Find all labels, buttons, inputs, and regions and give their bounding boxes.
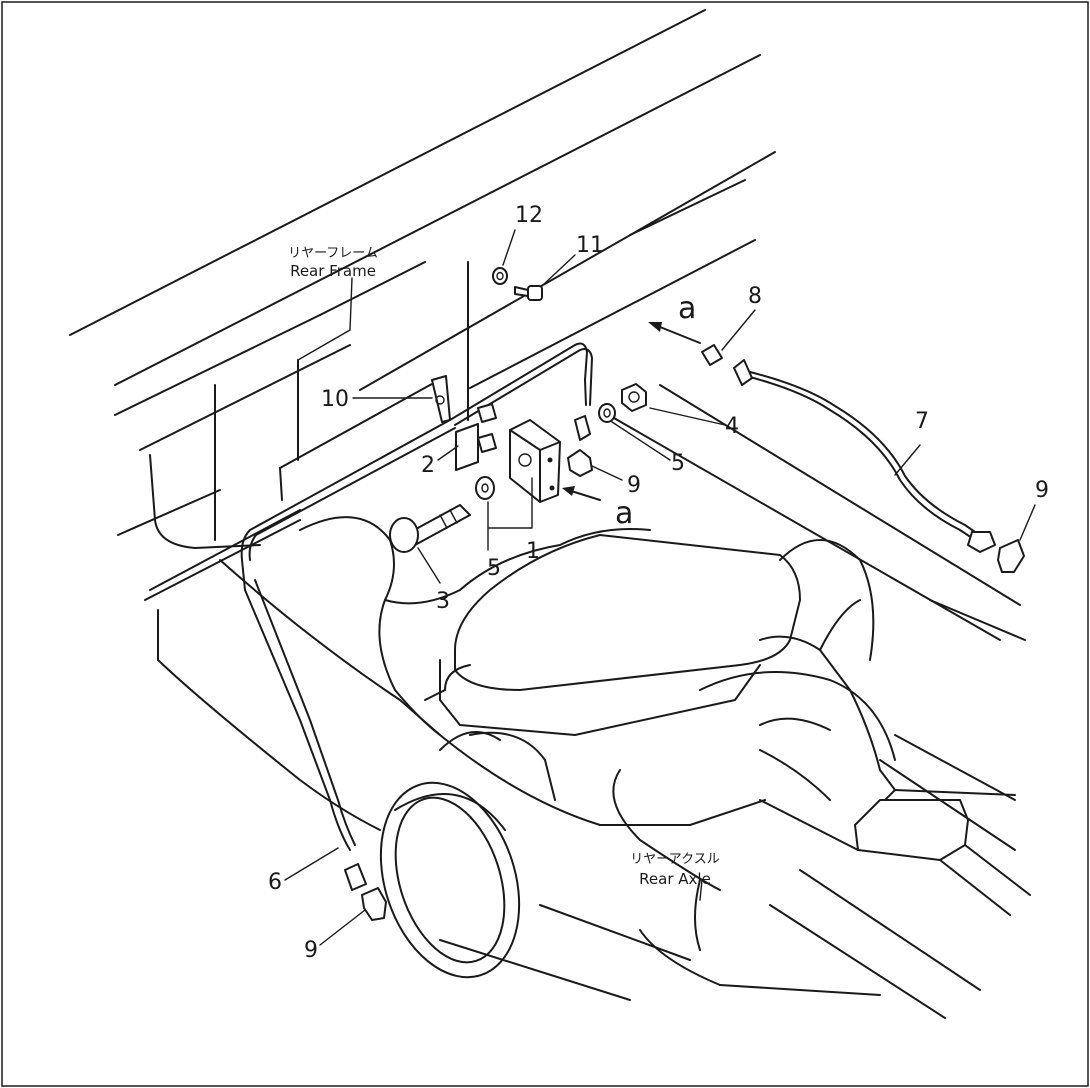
callout-9-lower: 9 — [304, 938, 318, 963]
elbow-9-center — [567, 449, 593, 477]
callout-10: 10 — [321, 387, 349, 412]
plate-2 — [455, 423, 479, 471]
callout-5-upper: 5 — [671, 451, 685, 476]
rear-axle-drawing — [157, 516, 1031, 1019]
callout-8: 8 — [748, 284, 762, 309]
callout-9-center: 9 — [627, 473, 641, 498]
elbow-9-lower — [361, 887, 387, 921]
elbow-9-right — [997, 539, 1025, 573]
nut-4 — [621, 383, 647, 412]
callout-11: 11 — [576, 233, 604, 258]
washer-5-lower — [475, 476, 495, 500]
hose-7-end — [967, 531, 996, 553]
callout-4: 4 — [725, 414, 739, 439]
callout-3: 3 — [436, 589, 450, 614]
washer-5-upper — [598, 403, 616, 423]
leader-lines — [284, 229, 1036, 946]
bracket-10 — [431, 375, 451, 423]
view-mark-a-upper: a — [678, 291, 696, 326]
rear-axle-label-jp: リヤーアクスル — [630, 852, 719, 867]
connector-8 — [701, 344, 723, 366]
callout-9-right: 9 — [1035, 478, 1049, 503]
tube-6-end — [344, 863, 367, 891]
callout-5-lower: 5 — [487, 556, 501, 581]
rear-frame-label-en: Rear Frame — [290, 262, 376, 280]
washer-12 — [492, 267, 508, 285]
callout-6: 6 — [268, 870, 282, 895]
view-mark-a-lower: a — [615, 496, 633, 531]
rear-axle-label-en: Rear Axle — [639, 870, 711, 888]
rear-frame-label-jp: リヤーフレーム — [288, 246, 378, 261]
callout-12: 12 — [515, 203, 543, 228]
rear-frame-drawing — [69, 9, 1021, 641]
callout-7: 7 — [915, 409, 929, 434]
block-1 — [509, 419, 561, 503]
callout-2: 2 — [421, 453, 435, 478]
parts — [344, 261, 1025, 921]
callout-1: 1 — [526, 539, 540, 564]
tubes — [240, 342, 976, 851]
